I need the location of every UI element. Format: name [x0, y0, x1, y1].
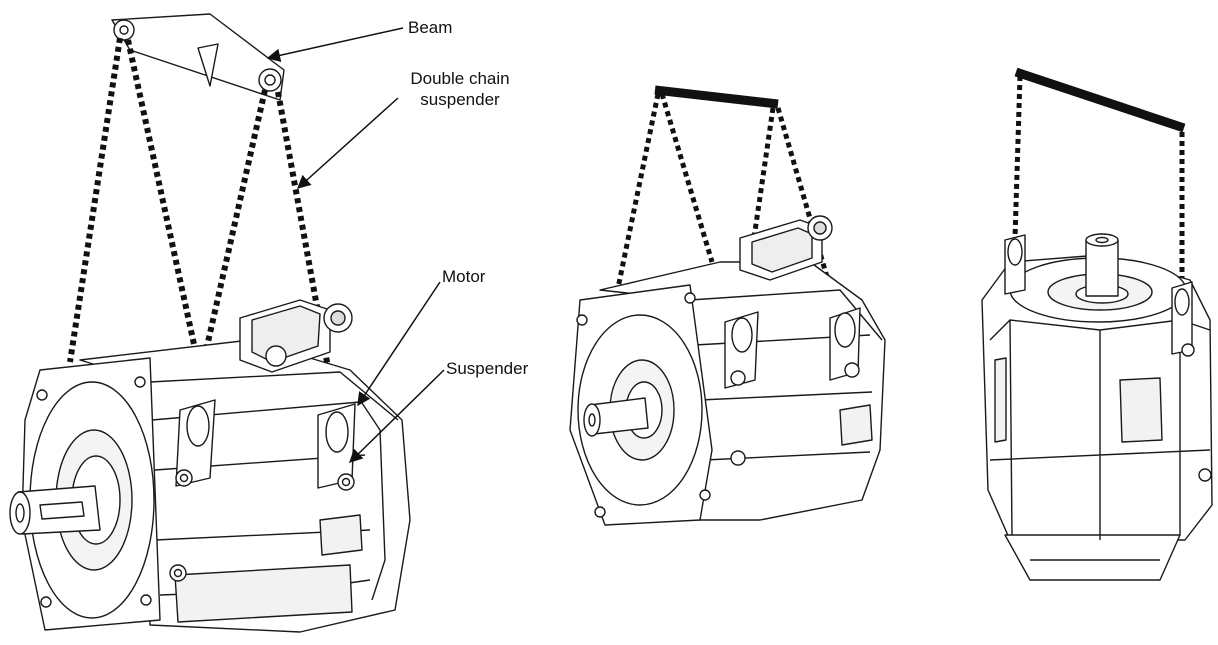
label-double-chain-line: Double chain suspender: [410, 69, 510, 109]
suspender-right: [317, 403, 356, 491]
figure-1-beam-lift: [9, 13, 445, 633]
callout-arrows: [266, 27, 445, 463]
chains-2: [615, 93, 841, 321]
label-beam: Beam: [408, 18, 453, 37]
label-suspender: Suspender: [446, 359, 529, 378]
figure-3-vertical-lift: [981, 67, 1213, 581]
label-double-chain-suspender: Double chain suspender: [405, 68, 515, 110]
suspender-left: [175, 399, 216, 487]
label-motor: Motor: [442, 267, 486, 286]
chains-3: [1012, 75, 1185, 292]
beam: [111, 13, 285, 101]
motor: [9, 299, 411, 633]
motor-2: [569, 215, 886, 526]
motor-3: [981, 233, 1213, 581]
lift-bar: [654, 85, 779, 109]
lift-bar: [1014, 67, 1186, 133]
figure-2-horizontal-lift: [569, 85, 886, 526]
